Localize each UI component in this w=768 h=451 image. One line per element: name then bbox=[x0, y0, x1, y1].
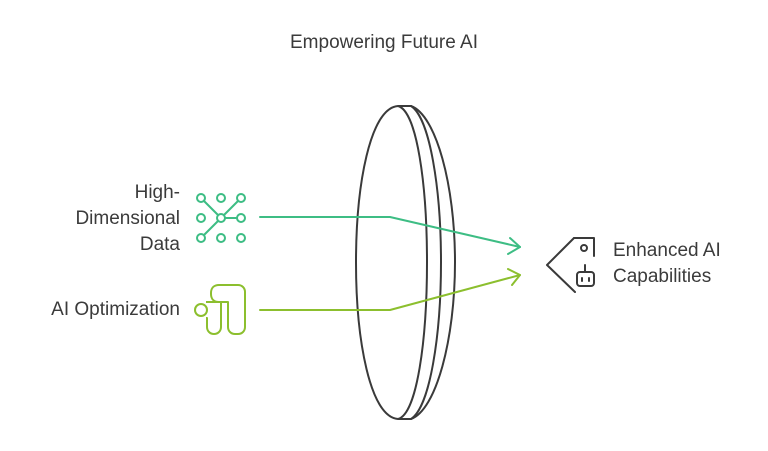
lens-front-face bbox=[355, 105, 428, 420]
network-nodes-icon bbox=[196, 193, 246, 243]
input-label-line: High- bbox=[134, 182, 180, 203]
lens-icon bbox=[355, 105, 456, 420]
lens-rim-inner bbox=[410, 105, 442, 420]
input-label-line: AI Optimization bbox=[51, 299, 180, 320]
tag-robot-icon bbox=[546, 237, 595, 293]
output-label-line: Enhanced AI bbox=[613, 240, 721, 261]
flow-line-ai-optimization bbox=[259, 268, 521, 311]
input-label-line: Data bbox=[139, 234, 180, 255]
diagram-title: Empowering Future AI bbox=[290, 32, 478, 53]
input-label-high-dimensional-data: High- Dimensional Data bbox=[75, 180, 180, 258]
google-optimize-icon bbox=[194, 284, 246, 335]
flow-line-high-dimensional-data bbox=[259, 216, 521, 255]
lens-rim bbox=[398, 105, 456, 420]
input-label-ai-optimization: AI Optimization bbox=[51, 297, 180, 323]
arrowhead bbox=[507, 237, 521, 255]
output-label-line: Capabilities bbox=[613, 266, 712, 287]
arrowhead bbox=[507, 268, 521, 286]
input-label-line: Dimensional bbox=[75, 208, 180, 229]
output-label-enhanced-ai-capabilities: Enhanced AI Capabilities bbox=[613, 238, 721, 290]
